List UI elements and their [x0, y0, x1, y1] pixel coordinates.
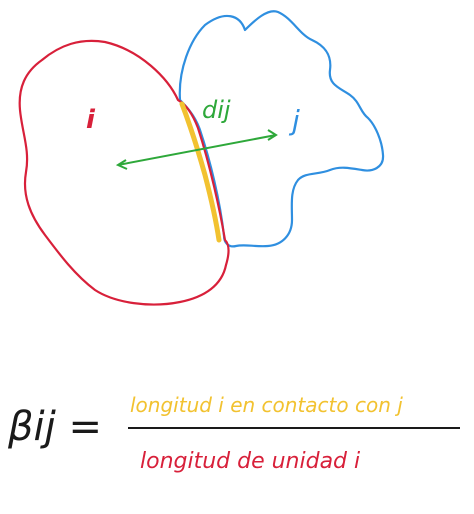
formula-numerator: longitud i en contacto con j: [130, 393, 403, 417]
label-dist: dij: [202, 96, 231, 124]
distance-arrow-left: [115, 159, 128, 170]
label-j: j: [288, 104, 300, 137]
formula-lhs: βij =: [7, 404, 102, 450]
contact-boundary: [179, 101, 222, 243]
region-j-outline: [178, 10, 385, 248]
formula-denominator: longitud de unidad i: [140, 449, 360, 474]
region-i-outline: [18, 39, 230, 306]
distance-line: [117, 134, 277, 166]
distance-arrow-right: [267, 129, 278, 141]
label-i: i: [86, 105, 96, 135]
